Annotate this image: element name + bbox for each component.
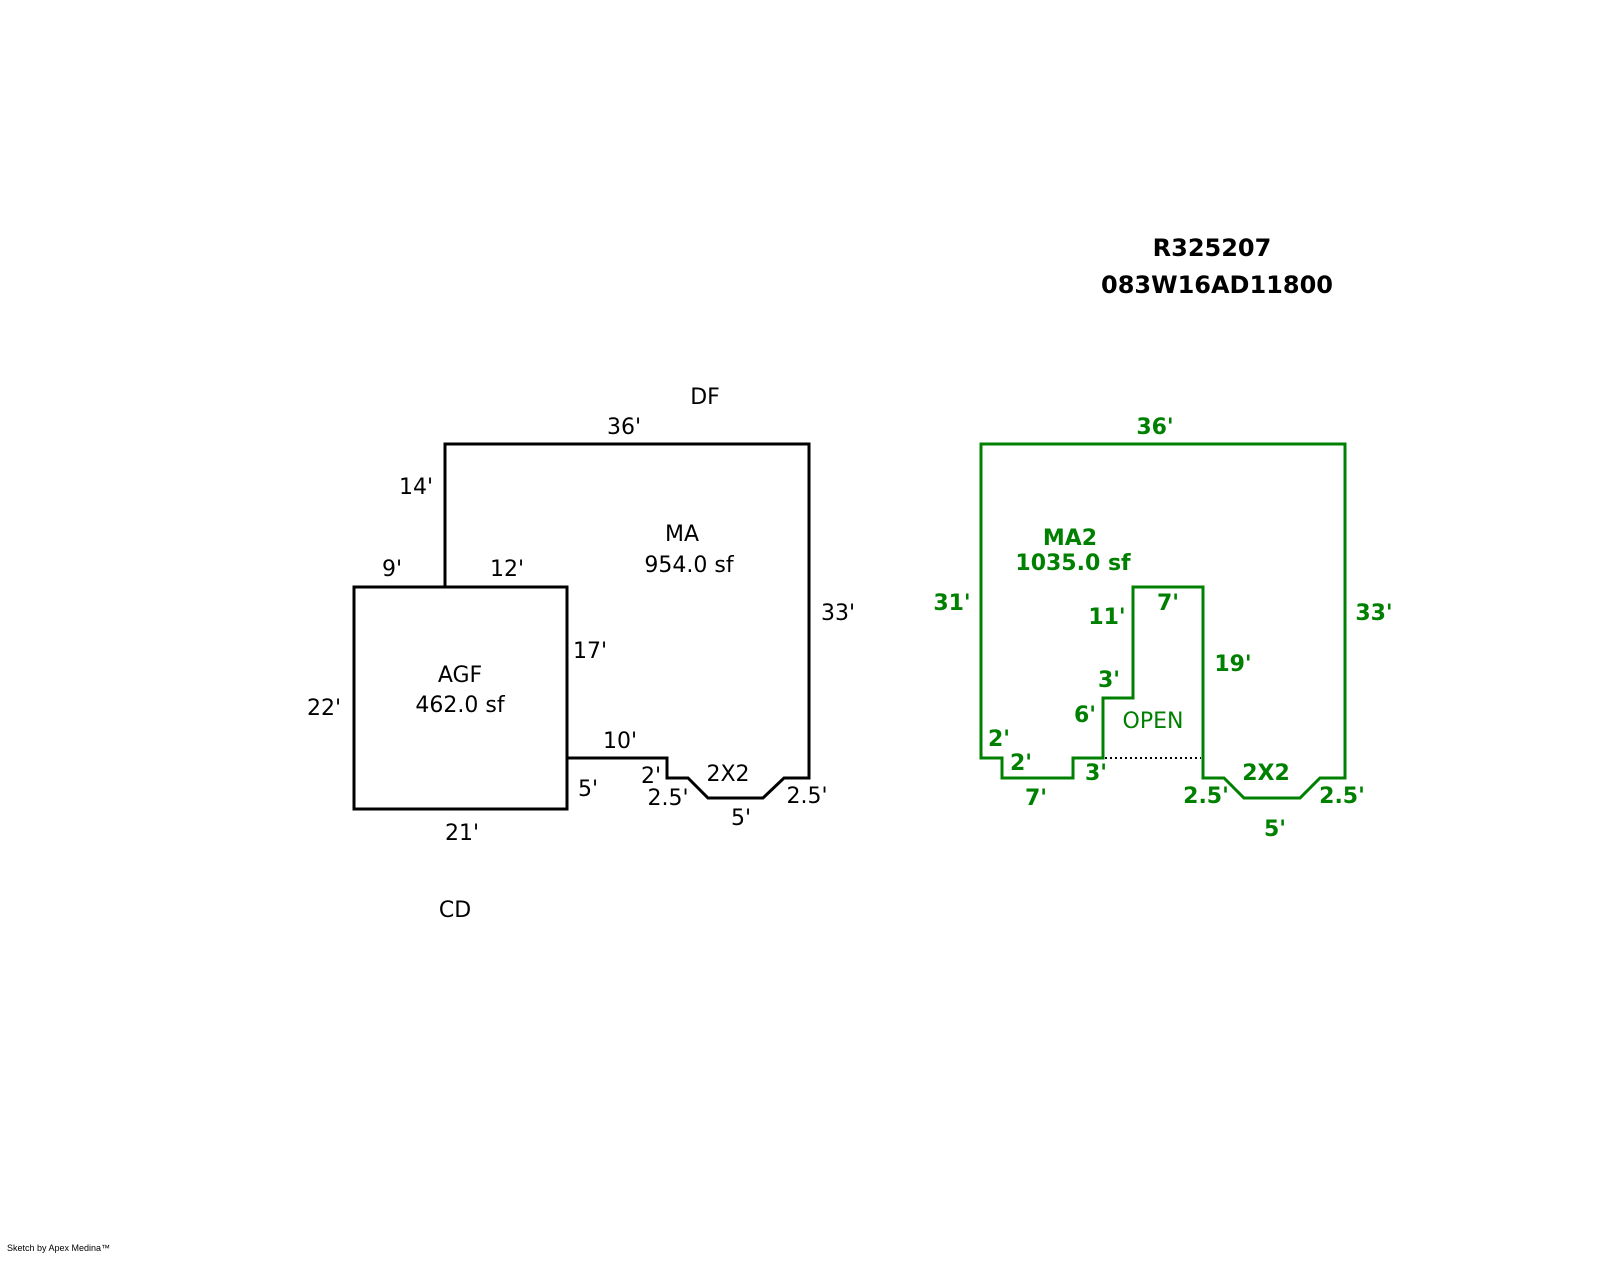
dim-notch-left: 2.5' [647,786,689,811]
sketch-credit: Sketch by Apex Medina™ [7,1243,111,1253]
dim-left: 31' [933,591,971,616]
dim-inner-top: 7' [1156,591,1180,616]
dim-open-left: 6' [1073,703,1097,728]
dim-notch-left-right: 2.5' [1183,784,1229,809]
dim-step: 2' [640,764,662,789]
dim-agf-right-lower: 5' [577,777,599,802]
dim-agf-left: 22' [306,696,342,721]
dim-step-right-vertical: 3' [1084,761,1108,786]
area-size-agf: 462.0 sf [415,693,505,718]
dim-notch-bottom: 5' [730,806,752,831]
feature-label-2x2-right: 2X2 [1242,761,1290,786]
area-code-ma: MA [664,522,700,547]
dim-inner-step: 3' [1097,668,1121,693]
dim-agf-right: 17' [572,639,608,664]
map-tax-lot: 083W16AD11800 [1101,271,1333,299]
agf-outline [352,585,569,811]
direction-label-bottom: CD [438,898,472,923]
feature-label-2x2: 2X2 [706,762,750,787]
ma-outline [443,442,811,800]
dim-ma-top: 36' [606,415,642,440]
dim-ma-right: 33' [820,601,856,626]
dim-bottom-left: 7' [1024,786,1048,811]
dim-step-left-horizontal: 2' [1009,751,1033,776]
dim-ma-left: 14' [398,475,434,500]
parcel-id: R325207 [1152,234,1272,262]
area-size-ma: 954.0 sf [644,553,734,578]
dim-notch-bottom-right: 5' [1263,817,1287,842]
ma2-outline [979,442,1347,800]
dim-right: 33' [1355,601,1393,626]
dim-ledge: 10' [602,729,638,754]
open-area-label: OPEN [1122,709,1184,734]
dim-top: 36' [1136,415,1174,440]
dim-step-left-vertical: 2' [987,727,1011,752]
area-code-ma2: MA2 [1042,526,1098,551]
direction-label-top: DF [690,385,720,410]
dim-agf-bottom: 21' [444,821,480,846]
area-code-agf: AGF [437,663,483,688]
dim-agf-top-left: 9' [381,557,403,582]
dim-inner-right: 19' [1214,652,1252,677]
dim-agf-top-right: 12' [489,557,525,582]
dim-inner-upper: 11' [1088,605,1126,630]
dim-notch-right: 2.5' [786,784,828,809]
dim-notch-right-right: 2.5' [1319,784,1365,809]
area-size-ma2: 1035.0 sf [1015,551,1131,576]
